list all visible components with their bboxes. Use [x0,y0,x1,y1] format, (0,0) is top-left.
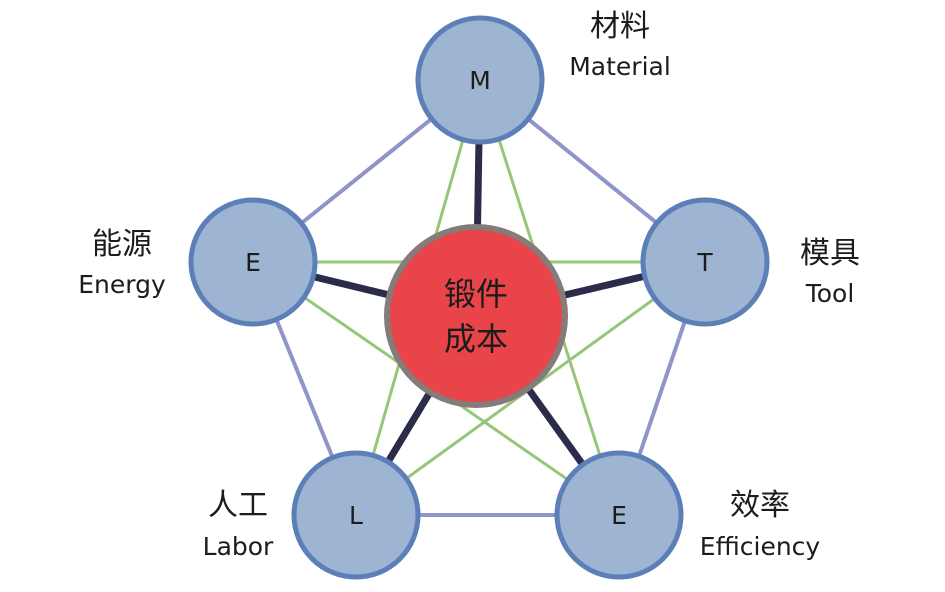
label-energy-cn: 能源 [92,227,152,262]
node-energy-circle [188,197,318,327]
label-material-cn: 材料 [590,9,650,44]
label-material: 材料 Material [569,9,671,81]
node-tool-circle [640,197,770,327]
node-energy: E [188,197,318,327]
label-tool-en: Tool [805,279,855,308]
node-tool: T [640,197,770,327]
node-efficiency-circle [554,450,684,580]
node-material: M [415,15,545,145]
node-material-letter: M [469,66,491,95]
label-tool: 模具 Tool [800,236,860,308]
center-line-1: 锻件 [444,275,508,313]
center-circle [384,224,568,408]
label-labor-cn: 人工 [208,488,268,523]
center-node: 锻件 成本 [384,224,568,408]
node-labor-letter: L [349,501,363,530]
node-efficiency-letter: E [611,501,627,530]
label-labor-en: Labor [203,532,274,561]
node-tool-letter: T [696,248,713,277]
label-efficiency-en: Efficiency [700,532,821,561]
center-line-2: 成本 [444,320,508,358]
label-energy-en: Energy [78,270,166,299]
label-energy: 能源 Energy [78,227,166,299]
label-tool-cn: 模具 [800,236,860,271]
node-material-circle [415,15,545,145]
node-labor-circle [291,450,421,580]
node-energy-letter: E [245,248,261,277]
label-efficiency: 效率 Efficiency [700,488,821,561]
label-labor: 人工 Labor [203,488,274,561]
label-material-en: Material [569,52,671,81]
node-efficiency: E [554,450,684,580]
node-labor: L [291,450,421,580]
label-efficiency-cn: 效率 [730,488,790,523]
